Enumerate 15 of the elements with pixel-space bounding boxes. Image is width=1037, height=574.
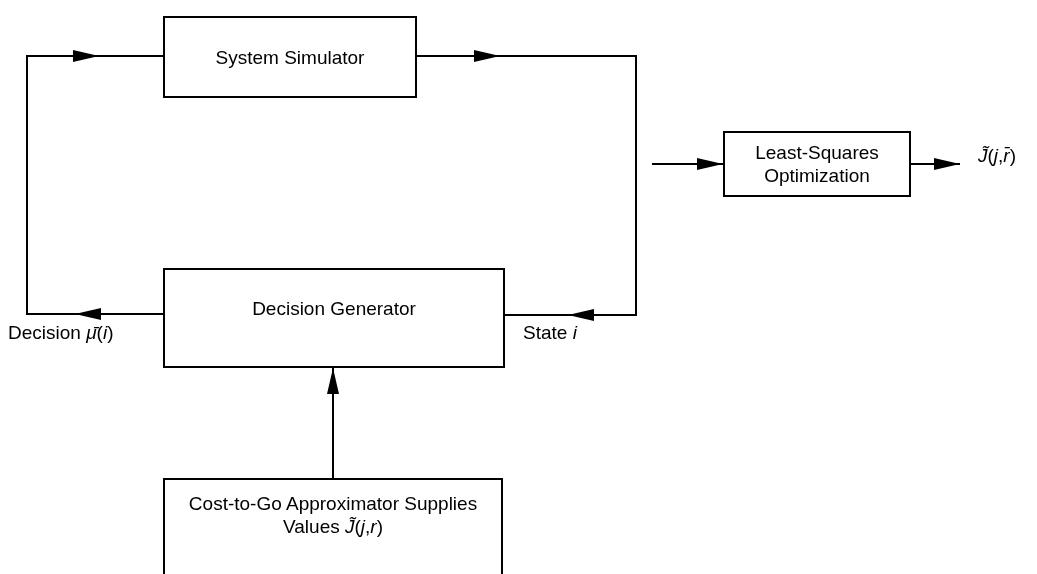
box-label: Decision Generator <box>252 296 416 320</box>
process-box <box>163 478 503 574</box>
arrow <box>416 50 637 321</box>
process-box <box>163 16 417 98</box>
process-box <box>163 268 505 368</box>
arrow <box>651 158 724 170</box>
box-label: Least-Squares Optimization <box>754 141 880 187</box>
process-box <box>723 131 911 197</box>
box-label: Cost-to-Go Approximator Supplies Values J̃(j,r) <box>187 492 479 538</box>
output-label: J̃(j,r̄) <box>978 143 1016 167</box>
edge-label: State i <box>523 321 577 344</box>
edge-label: Decision μ̄(i) <box>8 321 114 344</box>
arrow <box>327 367 339 479</box>
box-label: System Simulator <box>215 45 365 69</box>
arrow <box>26 50 164 320</box>
